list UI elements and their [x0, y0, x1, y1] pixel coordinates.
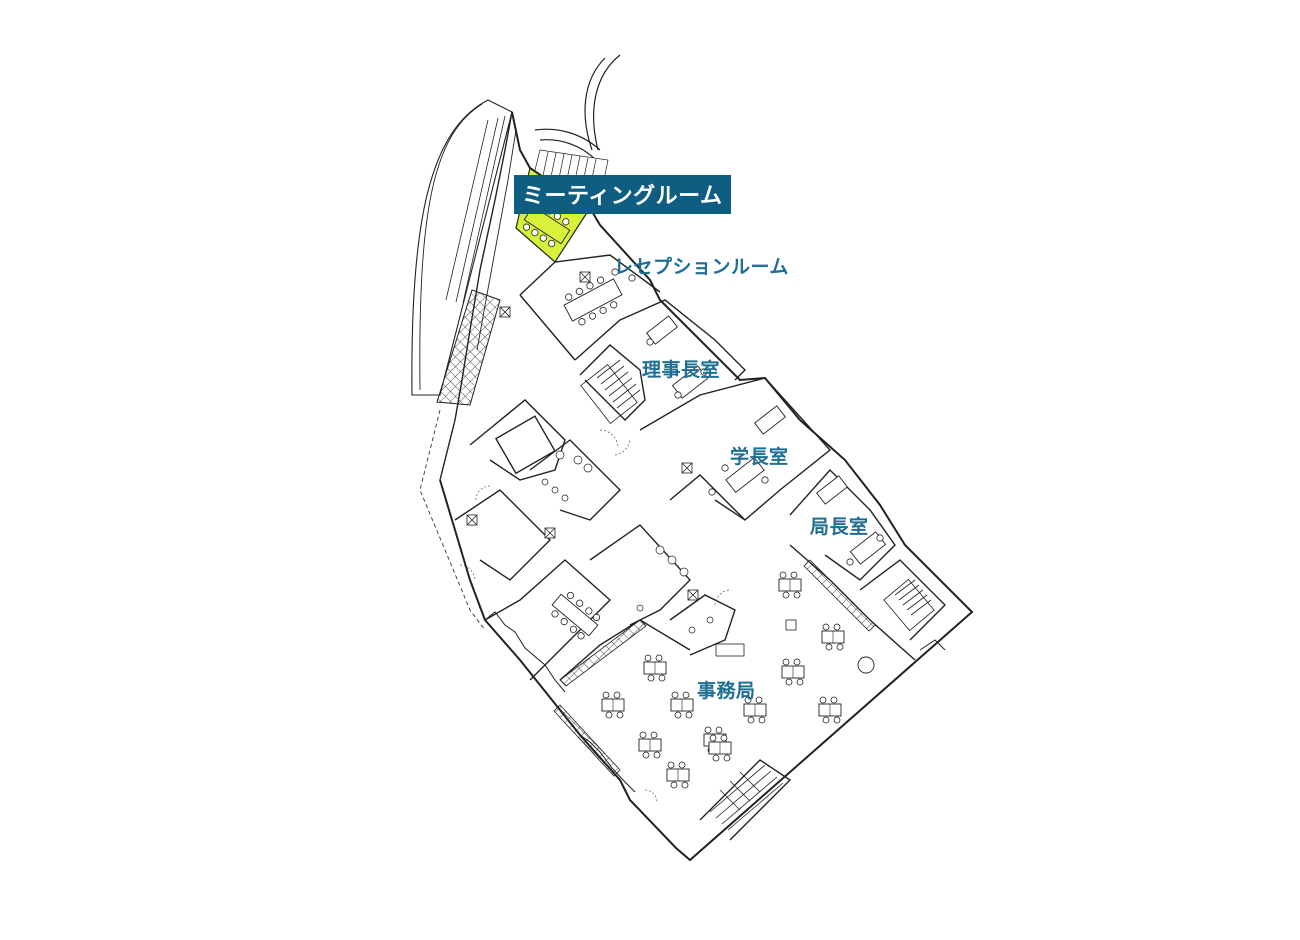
room-label-meeting[interactable]: ミーティングルーム — [514, 175, 731, 214]
director-furniture — [816, 475, 887, 566]
building-outline — [439, 111, 974, 862]
chairman-furniture — [646, 315, 709, 399]
interior-walls — [454, 254, 946, 841]
east-stair — [883, 578, 935, 632]
restroom-fixtures — [541, 450, 714, 634]
south-stair — [709, 764, 784, 831]
outer-wall-detail — [484, 611, 946, 793]
president-furniture — [708, 405, 786, 496]
room-label-reception[interactable]: レセプションルーム — [614, 256, 789, 278]
north-curved-wall — [534, 54, 621, 161]
room-label-director[interactable]: 局長室 — [810, 516, 869, 538]
room-label-secretariat[interactable]: 事務局 — [697, 680, 756, 702]
secretariat-desks — [601, 571, 875, 789]
room-label-president[interactable]: 学長室 — [730, 446, 789, 468]
dashed-boundary — [419, 409, 486, 631]
west-canopy — [411, 99, 513, 406]
reception-furniture — [563, 268, 636, 327]
left-room-furniture — [550, 590, 602, 641]
room-label-chairman[interactable]: 理事長室 — [642, 359, 721, 381]
chairman-stair — [580, 359, 641, 424]
door-swings — [459, 429, 731, 803]
